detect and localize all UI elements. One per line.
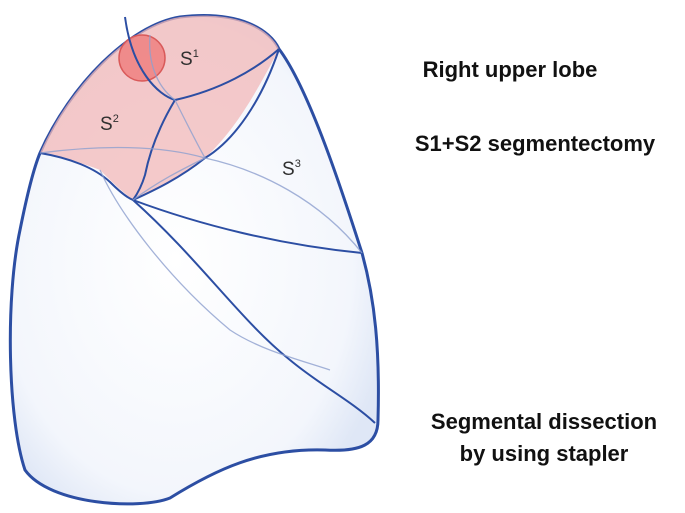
s1-s2-resected-region [40,15,279,200]
technique-caption: Segmental dissection by using stapler [408,406,680,470]
segment-label-s1: S1 [180,48,199,70]
lobe-title: Right upper lobe [422,57,598,82]
faint-segment-lines [39,34,363,371]
segment-sup-s3: 3 [295,158,301,170]
segment-sup-s2: 2 [113,113,119,125]
segment-label-s2: S2 [100,113,119,135]
segment-sup-s1: 1 [193,48,199,60]
technique-line-1: Segmental dissection [430,409,658,434]
lesion-circle [118,34,166,82]
technique-line-2: by using stapler [459,441,629,466]
procedure-title: S1+S2 segmentectomy [414,131,656,156]
segment-label-s3: S3 [282,158,301,180]
